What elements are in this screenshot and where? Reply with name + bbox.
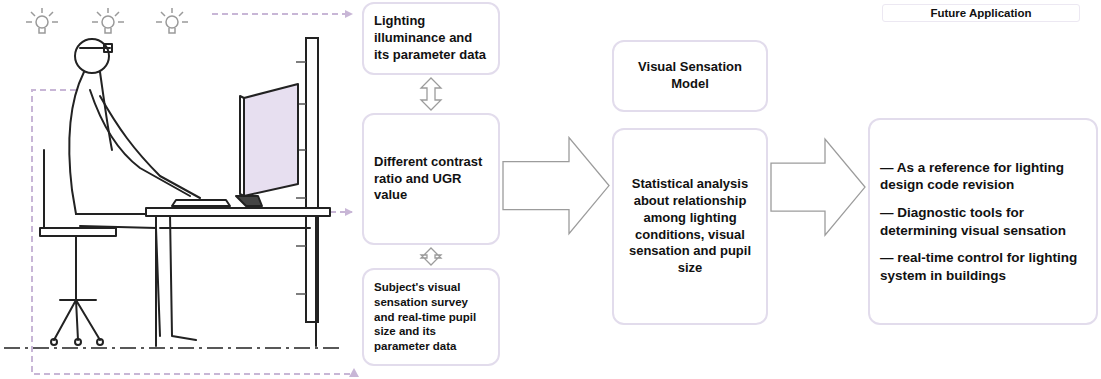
- hollow-arrow: [421, 248, 441, 265]
- parameter-box: Different contrast ratio and UGR value: [362, 113, 500, 245]
- application-box: — As a reference for lighting design cod…: [868, 118, 1098, 325]
- parameter-box: Subject's visual sensation survey and re…: [362, 268, 500, 366]
- application-heading-box: Future Application: [882, 4, 1080, 22]
- box-text: Visual Sensation Model: [624, 59, 756, 93]
- box-text: Different contrast ratio and UGR value: [374, 154, 488, 205]
- dashed-arrowhead: [349, 368, 359, 377]
- analysis-box: Statistical analysis about relationship …: [612, 128, 768, 325]
- model-heading-box: Visual Sensation Model: [612, 40, 768, 112]
- application-item: — As a reference for lighting design cod…: [880, 159, 1086, 194]
- light-bulbs: [26, 8, 188, 33]
- box-text: Subject's visual sensation survey and re…: [374, 280, 488, 355]
- hollow-arrow: [771, 139, 865, 235]
- measurement-panel: [296, 38, 318, 322]
- dashed-signal-lines: [32, 14, 354, 374]
- person-at-desk: [40, 39, 330, 346]
- floor-line: [4, 347, 340, 349]
- box-text: Statistical analysis about relationship …: [624, 176, 756, 277]
- application-item: — Diagnostic tools for determining visua…: [880, 204, 1086, 239]
- parameter-box: Lighting illuminance and its parameter d…: [362, 2, 500, 75]
- box-text: Future Application: [889, 6, 1073, 21]
- application-item: — real-time control for lighting system …: [880, 249, 1086, 284]
- hollow-arrow: [421, 78, 441, 110]
- box-text: Lighting illuminance and its parameter d…: [374, 13, 488, 64]
- hollow-arrow: [503, 138, 609, 234]
